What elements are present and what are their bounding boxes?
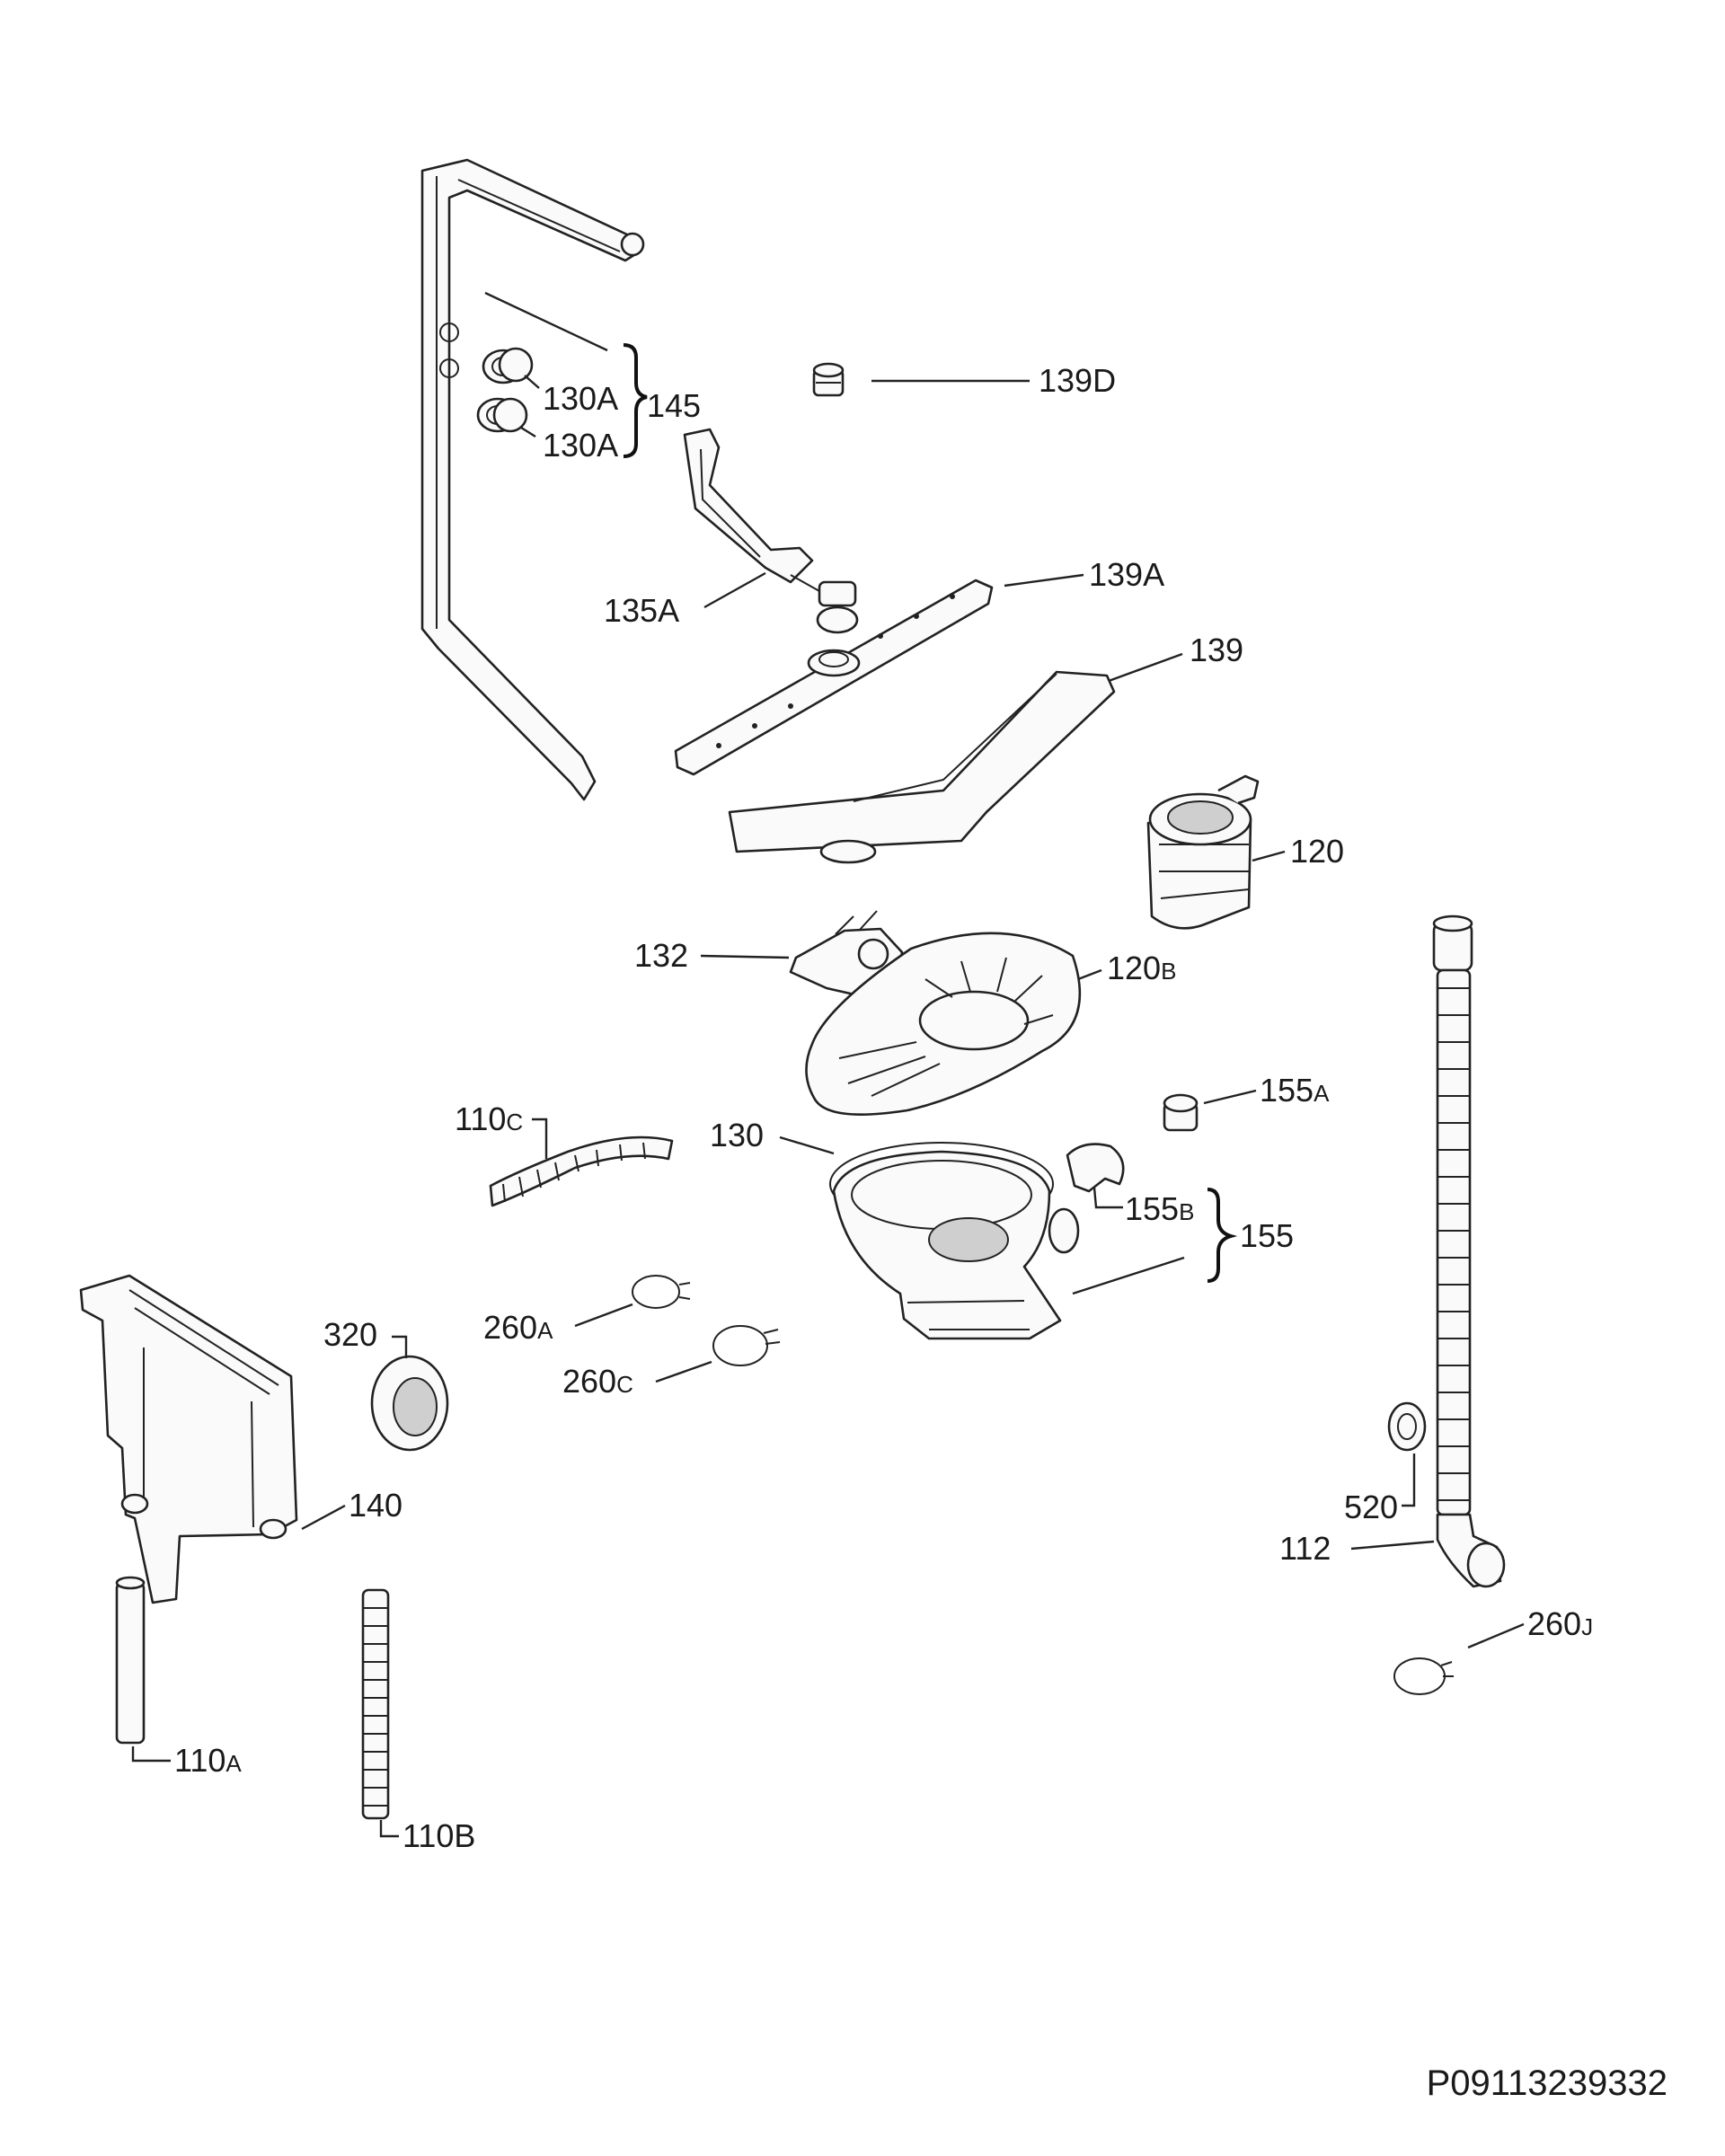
label-140: 140 (349, 1487, 402, 1524)
part-grommet-155a (1163, 1093, 1199, 1132)
brace-155 (1207, 1188, 1238, 1283)
part-drain-hose-112 (1432, 915, 1506, 1588)
label-260a-main: 260 (483, 1309, 537, 1346)
label-130: 130 (710, 1117, 764, 1153)
part-lower-spray-arm-139 (728, 670, 1116, 864)
label-155a: 155A (1260, 1072, 1330, 1109)
label-110c-sub: C (506, 1109, 523, 1135)
part-hose-110b (361, 1588, 390, 1820)
label-130a-upper: 130A (543, 380, 618, 417)
part-connector-520 (1387, 1401, 1427, 1452)
part-upper-spray-arm-139a (674, 579, 994, 776)
label-260a: 260A (483, 1309, 553, 1346)
label-320: 320 (323, 1316, 377, 1353)
label-120b-main: 120 (1107, 950, 1161, 986)
brace-145 (623, 343, 648, 458)
label-155a-main: 155 (1260, 1072, 1314, 1109)
label-135a: 135A (604, 592, 679, 629)
label-120b: 120B (1107, 950, 1176, 986)
label-110a-sub: A (226, 1750, 242, 1777)
label-110a-main: 110 (174, 1742, 226, 1779)
label-155b: 155B (1125, 1190, 1194, 1227)
part-clamp-260c (712, 1325, 781, 1366)
label-260j-main: 260 (1527, 1605, 1581, 1642)
label-520: 520 (1344, 1489, 1398, 1525)
part-distributor-140 (79, 1274, 298, 1604)
label-260a-sub: A (537, 1317, 553, 1344)
label-112: 112 (1279, 1530, 1331, 1567)
part-sump-155 (832, 1150, 1080, 1340)
label-260c-sub: C (616, 1371, 633, 1398)
part-tube-110a (115, 1576, 146, 1745)
part-clamp-260a (632, 1275, 691, 1309)
label-139a: 139A (1089, 556, 1164, 593)
label-260c-main: 260 (562, 1363, 616, 1400)
label-110c-main: 110 (455, 1100, 506, 1137)
part-fine-filter-plate-120b (805, 932, 1082, 1116)
label-139d: 139D (1039, 362, 1116, 399)
label-260j-sub: J (1581, 1613, 1593, 1640)
label-132: 132 (634, 937, 688, 974)
document-id: P09113239332 (1427, 2063, 1668, 2103)
label-120: 120 (1290, 833, 1344, 870)
label-145: 145 (647, 387, 701, 424)
part-spray-arm-bracket-135a (683, 428, 859, 634)
label-110a: 110A (174, 1742, 242, 1779)
part-seal-130a-lower (476, 397, 528, 433)
label-139: 139 (1190, 632, 1243, 668)
label-130a-lower: 130A (543, 427, 618, 464)
label-155b-sub: B (1179, 1198, 1194, 1225)
label-260c: 260C (562, 1363, 633, 1400)
label-260j: 260J (1527, 1605, 1593, 1642)
part-seal-130a-upper (482, 347, 534, 384)
part-nut-139d (812, 362, 845, 397)
label-110c: 110C (455, 1100, 523, 1137)
part-filter-120 (1146, 774, 1260, 930)
label-155a-sub: A (1314, 1080, 1330, 1107)
part-cover-155b (1066, 1143, 1125, 1193)
part-seal-320 (370, 1355, 449, 1452)
label-155b-main: 155 (1125, 1190, 1179, 1227)
label-120b-sub: B (1161, 958, 1176, 985)
label-110b: 110B (402, 1817, 475, 1854)
part-clamp-260j (1393, 1657, 1454, 1695)
part-hose-110c (489, 1135, 674, 1207)
part-upper-spray-tube (420, 158, 645, 801)
label-155: 155 (1240, 1217, 1294, 1254)
